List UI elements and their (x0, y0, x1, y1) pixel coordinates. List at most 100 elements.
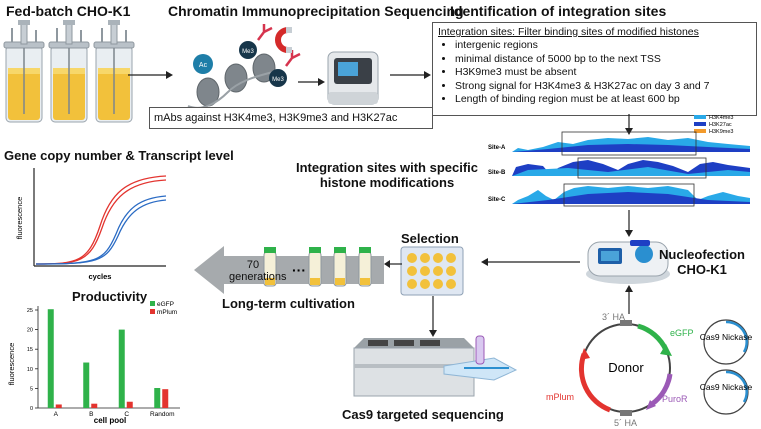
puror-segment (650, 373, 673, 407)
qpcr-curve-red (35, 179, 167, 265)
fed-batch-title: Fed-batch CHO-K1 (6, 3, 131, 19)
ha3-box (620, 320, 632, 326)
bar-mplum-random (162, 389, 169, 408)
nucleofector-device (586, 240, 670, 284)
mabs-box: mAbs against H3K4me3, H3K9me3 and H3K27a… (149, 107, 433, 129)
criteria-item: H3K9me3 must be absent (455, 66, 756, 80)
criteria-title: Integration sites: Filter binding sites … (438, 26, 699, 38)
arrow-nucleofection-to-selection (481, 258, 580, 266)
y-tick-label: 15 (27, 347, 33, 353)
legend-label: mPlum (157, 309, 177, 316)
gene-copy-title: Gene copy number & Transcript level (4, 148, 234, 163)
track-b-signal2 (512, 167, 750, 176)
legend-swatch-h3k4me3 (694, 115, 706, 119)
me3-label-a: Me3 (242, 49, 254, 55)
x-tick-label: A (54, 411, 59, 418)
arrow-to-cas9-seq (429, 296, 437, 337)
puror-label: PuroR (662, 394, 688, 404)
arrow-to-tracks (625, 114, 633, 135)
legend-swatch (150, 301, 155, 306)
track-c-signal2 (512, 192, 750, 204)
legend-label: eGFP (157, 301, 174, 308)
criteria-item: minimal distance of 5000 bp to the next … (455, 53, 756, 67)
site-c-label: Site-C (488, 197, 506, 203)
legend-swatch (150, 309, 155, 314)
productivity-title: Productivity (72, 289, 148, 304)
donor-plasmid: Donor 3´ HA eGFP PuroR 5´ HA mPlum Cas9 … (546, 312, 753, 428)
x-tick-label: Random (150, 411, 175, 418)
criteria-item: Strong signal for H3K4me3 & H3K27ac on d… (455, 80, 756, 94)
me3-label-b: Me3 (272, 77, 284, 83)
ac-label: Ac (199, 62, 208, 69)
arrow-to-nucleofection (625, 210, 633, 237)
chip-illustration: Ac Me3 Me3 (187, 24, 379, 109)
arrow-selection-to-cultivation (384, 260, 402, 268)
qpcr-curve-red (35, 175, 167, 265)
bar-mplum-c (126, 401, 133, 408)
qpcr-curve-blue (35, 199, 167, 265)
legend-label-h3k27ac: H3K27ac (709, 122, 732, 128)
qpcr-xlabel: cycles (89, 272, 112, 281)
long-term-title: Long-term cultivation (222, 296, 355, 311)
culture-tube-icon (263, 247, 277, 287)
bar-mplum-a (55, 404, 62, 408)
qpcr-ylabel: fluorescence (15, 197, 24, 240)
cas9-nickase-label: Cas9 Nickase (700, 332, 753, 342)
antibody-icon (257, 24, 301, 67)
integration-sites-heading: Integration sites with specific histone … (295, 160, 479, 190)
bar-egfp-b (83, 362, 90, 408)
chip-seq-title: Chromatin Immunoprecipitation Sequencing (168, 3, 464, 19)
site-a-box (561, 131, 697, 156)
site-b-box (577, 157, 707, 179)
mplum-label: mPlum (546, 392, 574, 402)
selection-title: Selection (401, 231, 459, 246)
mabs-text: mAbs against H3K4me3, H3K9me3 and H3K27a… (154, 112, 398, 124)
site-b-label: Site-B (488, 170, 506, 176)
y-tick-label: 0 (30, 406, 33, 412)
long-term-arrow: ··· (194, 246, 384, 294)
bar-egfp-a (47, 309, 54, 408)
x-tick-label: C (124, 411, 129, 418)
generations-label: 70 generations (229, 259, 287, 283)
legend-label-h3k9me3: H3K9me3 (709, 129, 733, 135)
magnet-icon (275, 27, 292, 53)
legend-swatch-h3k9me3 (694, 129, 706, 133)
ellipsis: ··· (292, 262, 306, 278)
mplum-segment (578, 353, 611, 413)
bar-egfp-random (154, 388, 161, 408)
arrow-to-chip (128, 71, 173, 79)
criteria-box: Integration sites: Filter binding sites … (432, 22, 757, 116)
cas9-seq-title: Cas9 targeted sequencing (342, 407, 504, 422)
bioreactors-illustration (3, 19, 135, 123)
bar-egfp-c (118, 329, 125, 408)
criteria-item: intergenic regions (455, 39, 756, 53)
qpcr-plot: fluorescence cycles (15, 168, 167, 281)
culture-tube-icon (308, 247, 322, 287)
histone-tracks: H3K4me3 H3K27ac H3K9me3 Site-A Site-B Si… (488, 115, 750, 207)
ha5-box (620, 410, 632, 416)
y-tick-label: 10 (27, 367, 33, 373)
sequencer-icon (327, 51, 379, 105)
culture-tube-icon (333, 247, 347, 287)
legend-label-h3k4me3: H3K4me3 (709, 115, 733, 121)
site-c-box (563, 183, 695, 207)
culture-tube-icon (358, 247, 372, 287)
y-tick-label: 25 (27, 308, 33, 314)
me3-mark-b (269, 69, 287, 87)
criteria-list: intergenic regions minimal distance of 5… (433, 39, 756, 107)
arrow-to-identification (390, 71, 431, 79)
site-a-label: Site-A (488, 145, 506, 151)
identification-title: Identification of integration sites (450, 3, 667, 19)
egfp-label: eGFP (670, 328, 694, 338)
y-tick-label: 20 (27, 328, 33, 334)
y-tick-label: 5 (30, 386, 33, 392)
chart-ylabel: fluorescence (7, 343, 16, 386)
arrow-plasmid-to-nucleofection (625, 285, 633, 314)
track-a-signal2 (512, 144, 750, 152)
me3-mark-a (239, 41, 257, 59)
well-plate-icon (400, 246, 464, 296)
ha5-label: 5´ HA (614, 418, 637, 428)
legend-swatch-h3k27ac (694, 122, 706, 126)
criteria-item: Length of binding region must be at leas… (455, 93, 756, 107)
